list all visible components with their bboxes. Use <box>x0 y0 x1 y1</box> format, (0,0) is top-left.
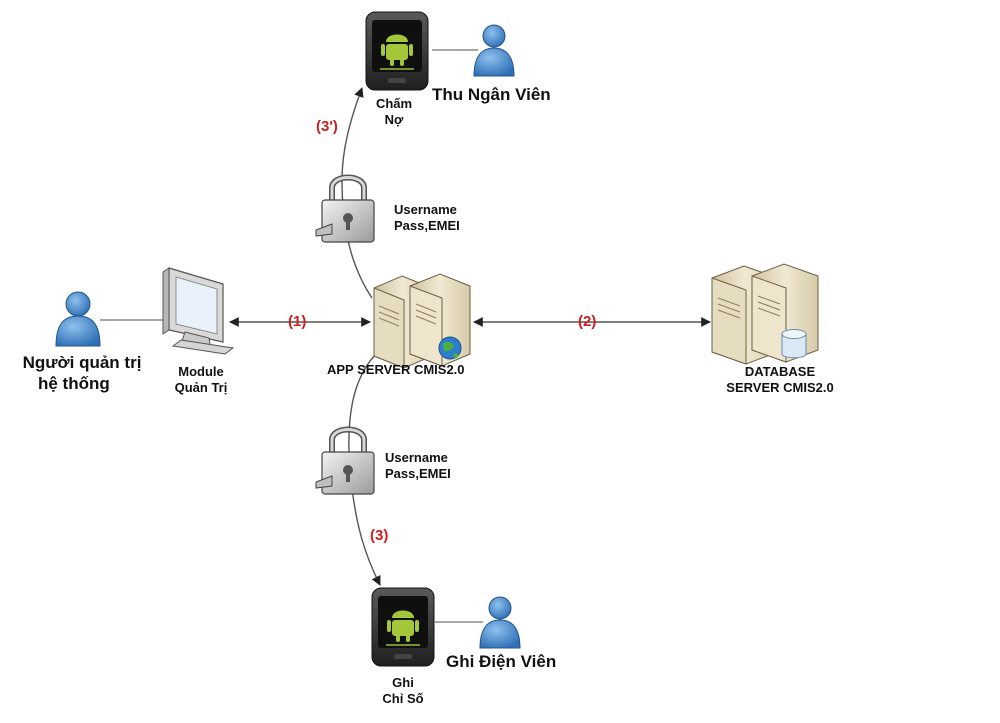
admin-user-label-line2: hệ thống <box>38 374 110 394</box>
database-server-label: DATABASE SERVER CMIS2.0 <box>700 364 860 397</box>
bottom-device-label: Ghi Chỉ Số <box>358 675 448 708</box>
admin-module-label-line1: Module <box>178 364 224 379</box>
bottom-auth-label: Username Pass,EMEI <box>385 450 451 483</box>
app-server-icon <box>373 273 471 369</box>
top-user-person-icon <box>473 24 515 77</box>
bottom-user-person-icon <box>479 596 521 649</box>
top-auth-label: Username Pass,EMEI <box>394 202 460 235</box>
admin-module-label: Module Quản Trị <box>156 364 246 397</box>
admin-user-label: Người quản trị hệ thống <box>12 352 152 395</box>
edge-label-3: (3) <box>370 527 389 544</box>
edge-label-1: (1) <box>288 313 307 330</box>
top-device-label-line2: Nợ <box>384 112 404 128</box>
bottom-auth-label-line2: Pass,EMEI <box>385 466 451 482</box>
bottom-user-label: Ghi Điện Viên <box>446 652 557 671</box>
bottom-device-label-line2: Chỉ Số <box>382 691 424 707</box>
top-device-label-line1: Chấm <box>375 96 413 111</box>
top-lock-icon <box>315 174 375 243</box>
bottom-auth-label-line1: Username <box>385 450 448 465</box>
admin-monitor-icon <box>162 267 235 355</box>
database-cylinder-icon <box>781 329 807 359</box>
top-auth-label-line1: Username <box>394 202 457 217</box>
database-server-icon <box>711 263 819 365</box>
bottom-lock-icon <box>315 426 375 495</box>
admin-user-label-line1: Người quản trị <box>22 353 142 372</box>
edge-label-2: (2) <box>578 313 597 330</box>
bottom-device-label-line1: Ghi <box>392 675 414 690</box>
database-server-label-line2: SERVER CMIS2.0 <box>726 380 834 396</box>
admin-person-icon <box>55 291 101 347</box>
top-user-label: Thu Ngân Viên <box>432 85 551 104</box>
admin-module-label-line2: Quản Trị <box>174 380 228 396</box>
top-android-device-icon <box>365 11 429 91</box>
top-auth-label-line2: Pass,EMEI <box>394 218 460 234</box>
top-device-label: Chấm Nợ <box>354 96 434 129</box>
app-server-label: APP SERVER CMIS2.0 <box>327 362 465 377</box>
bottom-android-device-icon <box>371 587 435 667</box>
database-server-label-line1: DATABASE <box>744 364 816 379</box>
edge-label-3-prime: (3') <box>316 118 338 135</box>
